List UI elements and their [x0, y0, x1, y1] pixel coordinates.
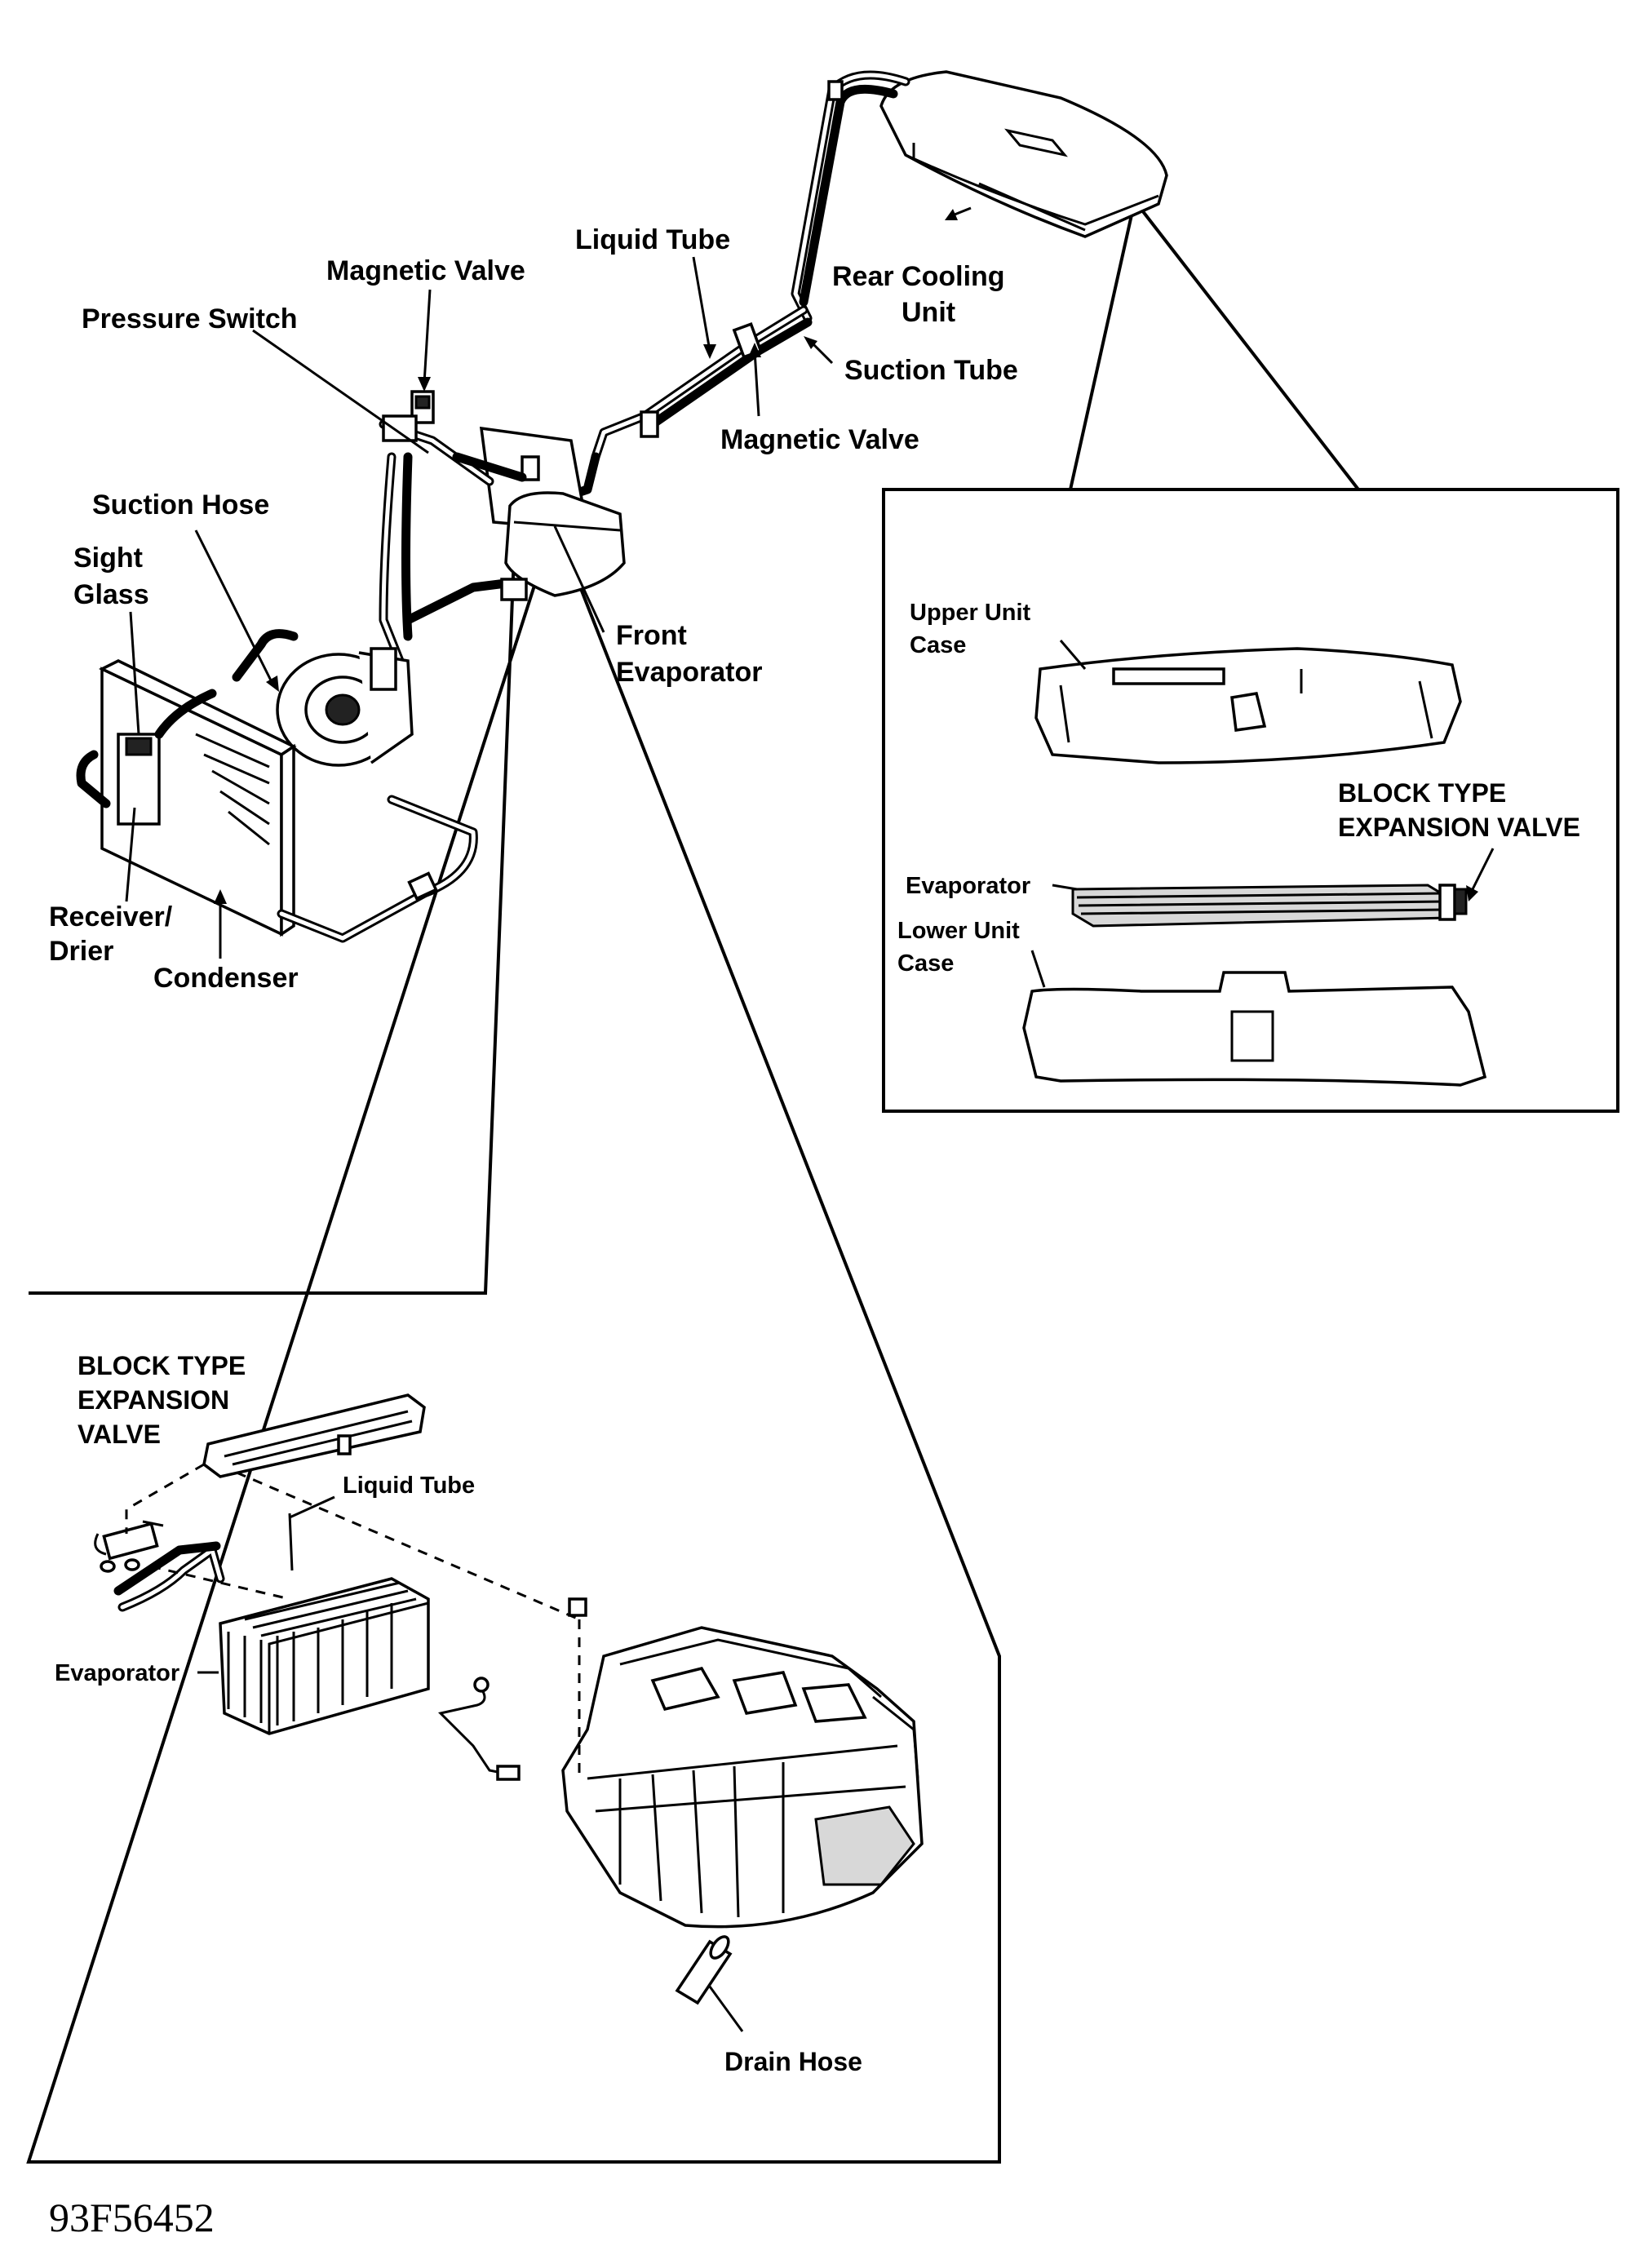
main-leader-lines [125, 206, 972, 959]
label-front-evaporator-line1: Front [616, 620, 687, 651]
label-upper-unit-case-line2: Case [910, 632, 966, 658]
compressor [232, 629, 414, 767]
label-sight-glass-line2: Glass [73, 579, 149, 610]
label-receiver-drier-line2: Drier [49, 936, 113, 967]
front-detail-leaders [197, 1495, 335, 1674]
label-front-block-valve-line2: EXPANSION [78, 1385, 229, 1415]
rear-lower-unit-case [1022, 971, 1487, 1087]
front-drain-hose [675, 1935, 744, 2032]
front-block-expansion-valve [94, 1393, 426, 1573]
front-detail-labels: BLOCK TYPE EXPANSION VALVE Liquid Tube E… [55, 1351, 862, 2076]
label-suction-hose: Suction Hose [92, 489, 269, 520]
label-suction-tube: Suction Tube [844, 355, 1018, 386]
label-rear-block-valve-line1: BLOCK TYPE [1338, 778, 1506, 808]
label-front-block-valve-line1: BLOCK TYPE [78, 1351, 246, 1380]
main-labels: Magnetic Valve Pressure Switch Liquid Tu… [49, 224, 1018, 994]
front-heater-unit-case [561, 1626, 924, 1929]
front-sensor-wire [438, 1677, 521, 1781]
label-rear-cooling-unit-line1: Rear Cooling [832, 261, 1005, 292]
front-detail-frame [26, 517, 1001, 2164]
label-liquid-tube: Liquid Tube [575, 224, 730, 255]
front-liquid-tube [113, 1513, 294, 1612]
rear-detail-leaders [1030, 640, 1495, 988]
label-front-block-valve-line3: VALVE [78, 1420, 161, 1449]
front-evaporator-housing [479, 426, 626, 597]
label-receiver-drier-line1: Receiver/ [49, 901, 173, 932]
figure-code: 93F56452 [49, 2195, 215, 2240]
rear-evaporator-core [1071, 884, 1468, 928]
label-rear-block-valve-line2: EXPANSION VALVE [1338, 813, 1580, 842]
label-drain-hose: Drain Hose [724, 2047, 862, 2076]
front-dashed-assembly-lines [125, 1463, 587, 1774]
label-magnetic-valve-upper: Magnetic Valve [326, 255, 525, 286]
label-front-evaporator-line2: Evaporator [616, 657, 763, 688]
label-condenser: Condenser [153, 963, 299, 994]
rear-cooling-unit [879, 70, 1168, 238]
label-sight-glass-line1: Sight [73, 543, 143, 574]
label-upper-unit-case-line1: Upper Unit [910, 600, 1031, 626]
label-rear-cooling-unit-line2: Unit [902, 297, 955, 328]
label-rear-evaporator: Evaporator [906, 873, 1030, 899]
rear-upper-unit-case [1034, 647, 1462, 764]
label-front-liquid-tube: Liquid Tube [343, 1473, 475, 1499]
label-lower-unit-case-line1: Lower Unit [897, 918, 1020, 944]
label-lower-unit-case-line2: Case [897, 950, 954, 977]
rear-detail-labels: Upper Unit Case BLOCK TYPE EXPANSION VAL… [897, 600, 1580, 977]
rear-detail-frame [882, 203, 1619, 1113]
label-magnetic-valve-lower: Magnetic Valve [720, 424, 919, 455]
label-front-evaporator: Evaporator [55, 1660, 179, 1686]
rear-piping [558, 70, 910, 503]
label-pressure-switch: Pressure Switch [82, 303, 298, 334]
front-piping [379, 390, 528, 666]
front-evaporator-core [219, 1577, 430, 1735]
receiver-drier [76, 689, 217, 826]
